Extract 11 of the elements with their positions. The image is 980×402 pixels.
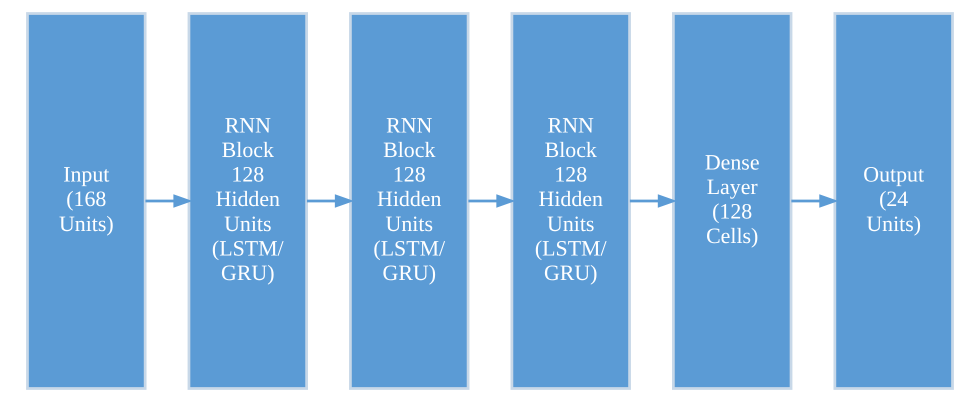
- node-box: RNN Block 128 Hidden Units (LSTM/ GRU): [349, 12, 470, 390]
- arrow: [306, 194, 354, 208]
- node-box: Input (168 Units): [26, 12, 147, 390]
- node-box: Dense Layer (128 Cells): [672, 12, 792, 390]
- arrow: [630, 194, 677, 208]
- arrow: [145, 194, 193, 208]
- node-box: RNN Block 128 Hidden Units (LSTM/ GRU): [188, 12, 308, 390]
- node-box: Output (24 Units): [833, 12, 954, 390]
- arrow: [791, 194, 838, 208]
- arrow: [468, 194, 516, 208]
- node-box: RNN Block 128 Hidden Units (LSTM/ GRU): [510, 12, 631, 390]
